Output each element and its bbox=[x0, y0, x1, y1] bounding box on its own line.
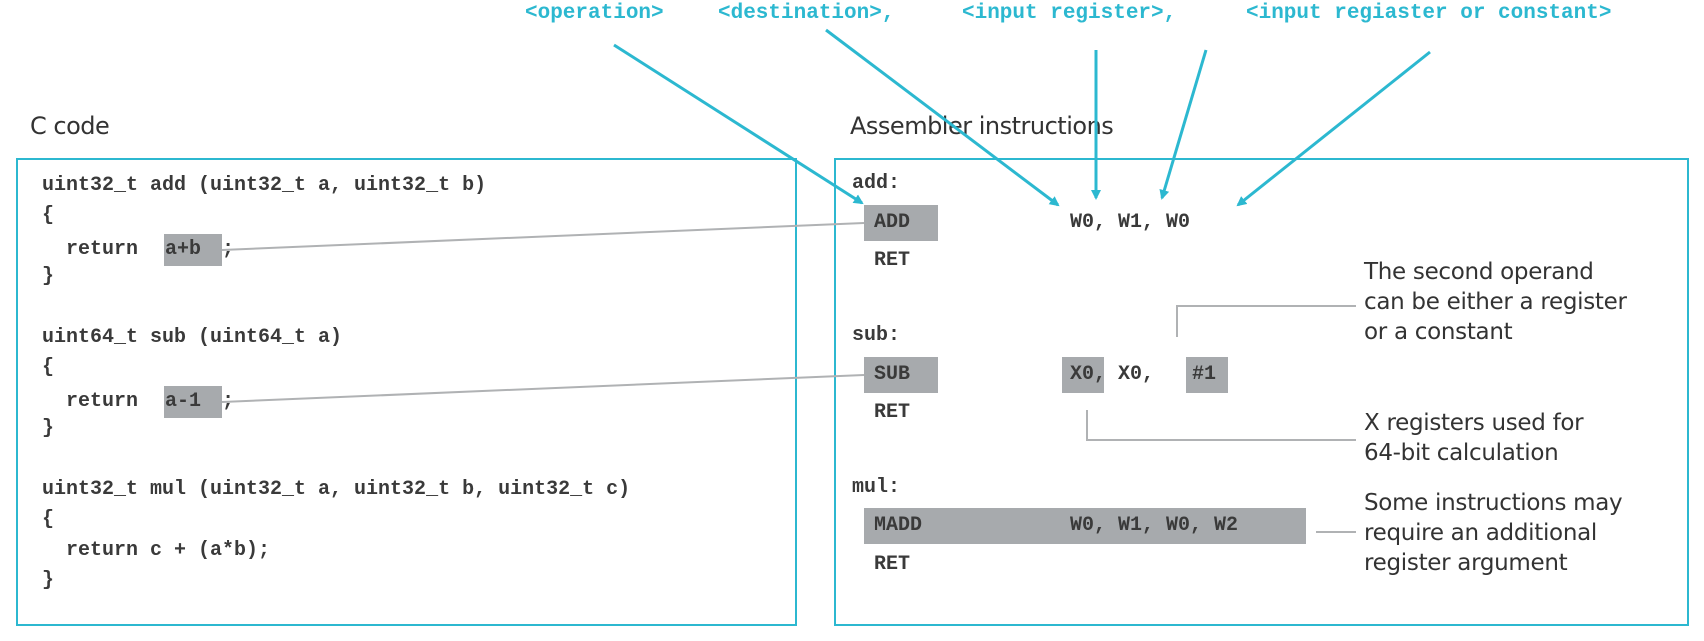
c-line-return-keyword: return bbox=[42, 238, 151, 261]
asm-mul-operands: W0, W1, W0, W2 bbox=[1070, 514, 1239, 537]
add-expression-highlight bbox=[164, 234, 222, 266]
c-line-mul-signature: uint32_t mul (uint32_t a, uint32_t b, ui… bbox=[42, 478, 631, 501]
operation-label: <operation> bbox=[525, 2, 664, 25]
asm-sub-operand-mid: , X0, bbox=[1094, 363, 1167, 386]
c-line-open-brace: { bbox=[42, 204, 55, 227]
c-line-close-brace: } bbox=[42, 417, 55, 440]
asm-sub-operand-dest: X0 bbox=[1070, 363, 1095, 386]
asm-add-label: add: bbox=[852, 172, 901, 195]
input-register-label: <input register>, bbox=[962, 2, 1177, 25]
c-line-open-brace: { bbox=[42, 356, 55, 379]
sub-expression-highlight bbox=[164, 386, 222, 418]
c-add-expression: a+b bbox=[165, 238, 202, 261]
c-code-heading: C code bbox=[30, 112, 110, 140]
x-registers-annotation: X registers used for 64-bit calculation bbox=[1364, 410, 1584, 466]
asm-add-operands: W0, W1, W0 bbox=[1070, 211, 1191, 234]
c-line-add-signature: uint32_t add (uint32_t a, uint32_t b) bbox=[42, 174, 487, 197]
assembler-heading: Assembler instructions bbox=[850, 112, 1114, 140]
c-line-sub-signature: uint64_t sub (uint64_t a) bbox=[42, 326, 343, 349]
x0-dest-highlight bbox=[1062, 357, 1104, 393]
add-op-highlight bbox=[864, 205, 938, 241]
asm-mul-ret: RET bbox=[874, 553, 911, 576]
additional-register-annotation: Some instructions may require an additio… bbox=[1364, 490, 1623, 576]
c-line-mul-return: return c + (a*b); bbox=[42, 539, 271, 562]
asm-sub-operand-const: #1 bbox=[1192, 363, 1217, 386]
c-line-close-brace: } bbox=[42, 569, 55, 592]
destination-label: <destination>, bbox=[718, 2, 895, 25]
asm-add-op: ADD bbox=[874, 211, 911, 234]
c-line-return-keyword: return bbox=[42, 390, 151, 413]
asm-mul-label: mul: bbox=[852, 476, 901, 499]
asm-sub-op: SUB bbox=[874, 363, 911, 386]
asm-add-ret: RET bbox=[874, 249, 911, 272]
constant-highlight bbox=[1186, 357, 1228, 393]
c-sub-expression: a-1 bbox=[165, 390, 202, 413]
madd-highlight bbox=[864, 508, 1306, 544]
asm-sub-label: sub: bbox=[852, 324, 901, 347]
input-register-or-constant-label: <input regiaster or constant> bbox=[1246, 2, 1612, 25]
sub-op-highlight bbox=[864, 357, 938, 393]
c-semicolon: ; bbox=[222, 238, 235, 261]
c-semicolon: ; bbox=[222, 390, 235, 413]
asm-sub-ret: RET bbox=[874, 401, 911, 424]
c-line-close-brace: } bbox=[42, 265, 55, 288]
asm-mul-op: MADD bbox=[874, 514, 923, 537]
c-line-open-brace: { bbox=[42, 508, 55, 531]
second-operand-annotation: The second operand can be either a regis… bbox=[1364, 259, 1627, 345]
